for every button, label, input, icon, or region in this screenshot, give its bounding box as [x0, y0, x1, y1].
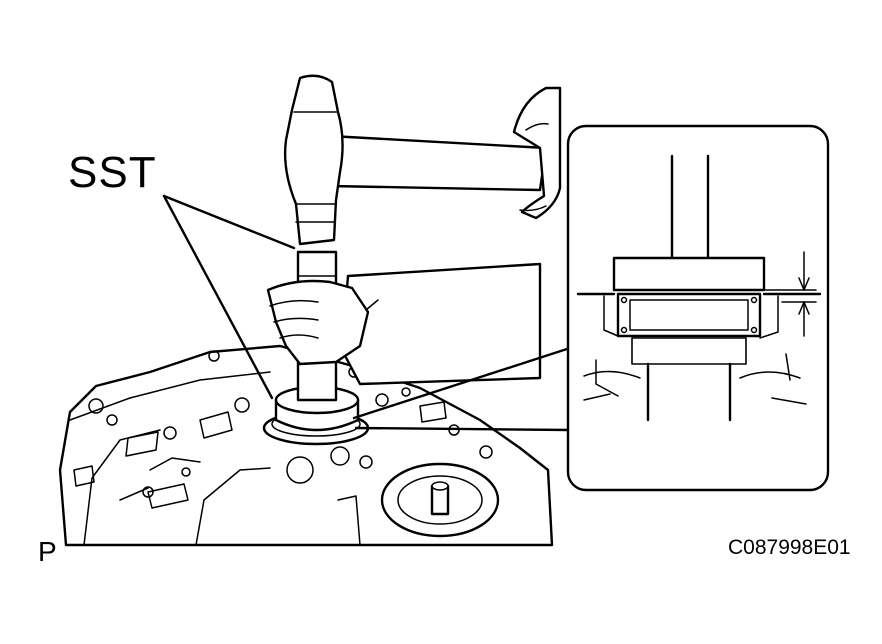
hand-holding-driver — [266, 262, 542, 386]
hand-holding-hammer — [512, 86, 562, 220]
sst-label: SST — [68, 148, 157, 197]
hammer — [283, 74, 548, 246]
sst-leader-lines — [162, 194, 296, 400]
transaxle-case — [58, 344, 554, 547]
callout-connector — [352, 346, 572, 432]
figure-code-label: C087998E01 — [728, 536, 851, 559]
view-code-label: P — [38, 536, 57, 567]
detail-inset — [566, 124, 830, 492]
